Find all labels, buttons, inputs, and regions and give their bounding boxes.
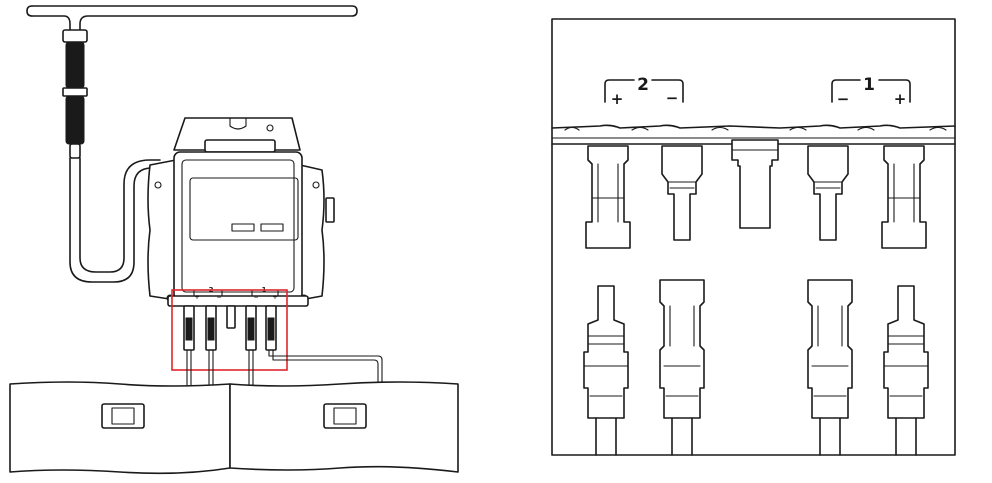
svg-text:+: + bbox=[894, 90, 907, 108]
cable-connector-male-2 bbox=[583, 285, 629, 456]
dc-connector-highlight bbox=[171, 289, 288, 371]
inverter-dc-minus-2 bbox=[661, 145, 703, 241]
svg-text:−: − bbox=[666, 89, 679, 107]
ac-connector bbox=[62, 29, 88, 159]
cable-connector-male-1 bbox=[883, 285, 929, 456]
inverter-dc-plus-1 bbox=[881, 145, 927, 249]
dc-group-label-1: 1 − + bbox=[831, 75, 911, 108]
svg-text:+: + bbox=[611, 90, 624, 108]
ac-trunk-cable bbox=[26, 5, 358, 31]
svg-text:2: 2 bbox=[637, 75, 649, 95]
dc-group-label-2: 2 + − bbox=[604, 75, 684, 108]
svg-text:1: 1 bbox=[863, 75, 875, 95]
svg-text:+: + bbox=[194, 294, 199, 301]
connector-detail-view: 2 + − 1 − + bbox=[551, 18, 956, 456]
svg-text:−: − bbox=[253, 294, 258, 301]
svg-text:−: − bbox=[216, 294, 221, 301]
overview-diagram: 2 + − 1 − + bbox=[9, 5, 459, 475]
inverter-dc-minus-1 bbox=[807, 145, 849, 241]
overview-dc-connectors bbox=[183, 305, 277, 351]
microinverter bbox=[147, 117, 335, 307]
junction-box-left bbox=[101, 403, 145, 429]
inverter-dc-plus-2 bbox=[585, 145, 631, 249]
cable-connector-female-1 bbox=[807, 279, 853, 456]
svg-text:−: − bbox=[837, 90, 850, 108]
svg-text:+: + bbox=[272, 294, 277, 301]
ac-cable bbox=[69, 157, 161, 283]
junction-box-right bbox=[323, 403, 367, 429]
ac-port bbox=[731, 139, 779, 229]
cable-connector-female-2 bbox=[659, 279, 705, 456]
